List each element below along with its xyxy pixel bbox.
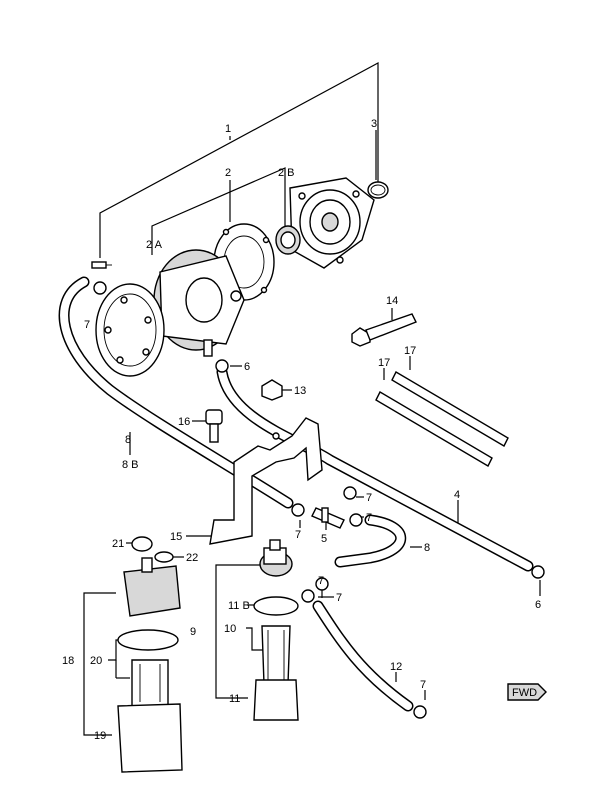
hose-4 xyxy=(216,366,534,572)
filter-assembly-9 xyxy=(253,539,299,721)
hose-8-right xyxy=(334,514,407,568)
oring-3 xyxy=(367,181,389,199)
label-14: 14 xyxy=(386,295,398,307)
nut-13 xyxy=(261,379,283,401)
label-1: 1 xyxy=(225,123,231,135)
clips-7 xyxy=(93,281,545,719)
screw xyxy=(91,261,112,269)
label-20: 20 xyxy=(90,655,102,667)
hose-12 xyxy=(312,600,414,712)
label-2b: 2 B xyxy=(278,167,295,179)
valve-seat xyxy=(275,225,301,255)
label-6-right: 6 xyxy=(535,599,541,611)
label-11: 11 xyxy=(229,693,240,705)
fitting-5 xyxy=(311,507,345,529)
fwd-arrow-icon: FWD xyxy=(507,683,547,701)
sleeve-17 xyxy=(375,371,509,467)
label-7-top: 7 xyxy=(84,319,90,331)
label-21: 21 xyxy=(112,538,124,550)
pump-face xyxy=(95,283,165,377)
label-7-f: 7 xyxy=(336,592,342,604)
label-19: 19 xyxy=(94,730,106,742)
label-17-left: 17 xyxy=(378,357,390,369)
label-7-g: 7 xyxy=(420,679,426,691)
label-2a: 2 A xyxy=(146,239,163,251)
label-8-left: 8 xyxy=(125,434,131,446)
label-7-d: 7 xyxy=(295,529,301,541)
filter-assembly-18 xyxy=(117,536,183,773)
label-15: 15 xyxy=(170,531,182,543)
label-7-e: 7 xyxy=(318,575,324,587)
bolt-16 xyxy=(205,409,223,443)
label-9: 9 xyxy=(190,626,196,638)
label-12: 12 xyxy=(390,661,402,673)
bracket xyxy=(209,417,323,545)
hose-8 xyxy=(58,276,294,509)
label-8-right: 8 xyxy=(424,542,430,554)
label-17-right: 17 xyxy=(404,345,416,357)
label-11b: 11 B xyxy=(228,600,250,612)
label-18: 18 xyxy=(62,655,74,667)
label-22: 22 xyxy=(186,552,198,564)
label-13: 13 xyxy=(294,385,306,397)
label-8b: 8 B xyxy=(122,459,139,471)
label-16: 16 xyxy=(178,416,190,428)
pump-body-2a xyxy=(153,249,245,357)
fwd-label: FWD xyxy=(512,687,537,699)
label-5: 5 xyxy=(321,533,327,545)
label-6-top: 6 xyxy=(244,361,250,373)
label-7-b: 7 xyxy=(366,492,372,504)
label-3: 3 xyxy=(371,118,377,130)
label-7-c: 7 xyxy=(366,512,372,524)
label-2: 2 xyxy=(225,167,231,179)
pump-cover-2b xyxy=(289,177,375,269)
label-4: 4 xyxy=(454,489,460,501)
bolt-14 xyxy=(351,313,417,347)
label-10: 10 xyxy=(224,623,236,635)
callout-labels: 1 3 2 2 B 2 A 7 14 17 17 6 13 16 8 8 B 7… xyxy=(62,118,541,742)
